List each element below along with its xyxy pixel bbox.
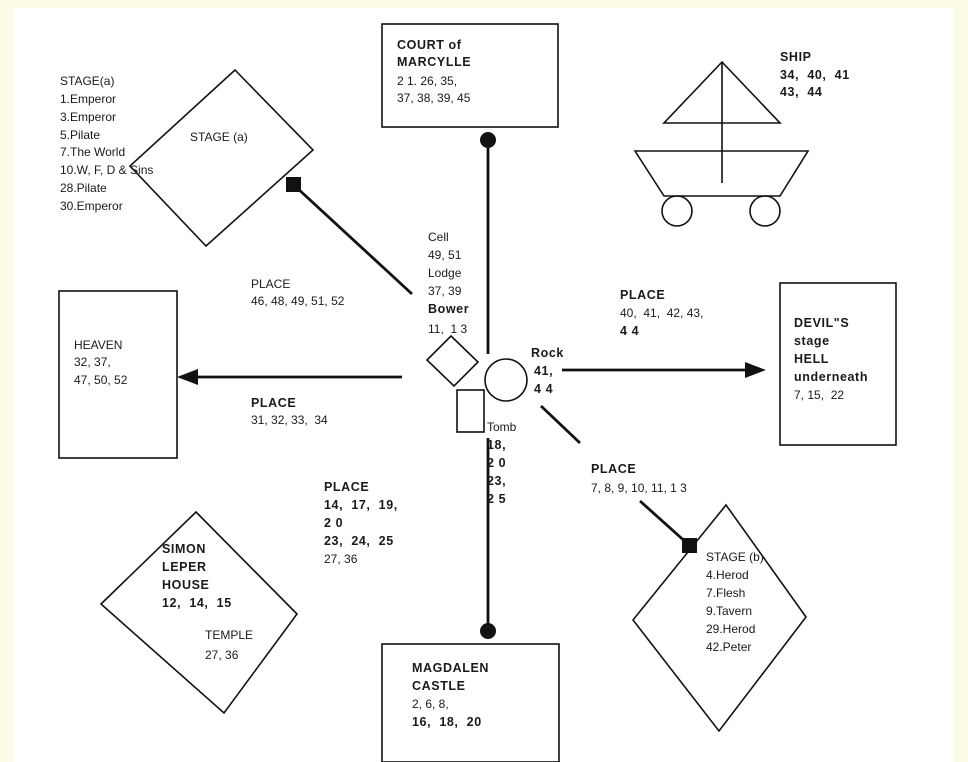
stage-a-list-item: 7.The World	[60, 145, 126, 159]
cell-label: Cell	[428, 230, 449, 244]
stage-b-item: 4.Herod	[706, 568, 749, 582]
cell-numbers: 49, 51	[428, 248, 462, 262]
stage-b-endpoint-square	[682, 538, 697, 553]
west-arrowhead	[177, 369, 198, 385]
stage-a-diamond-label: STAGE (a)	[190, 130, 248, 144]
stage-b-item: 7.Flesh	[706, 586, 746, 600]
stage-a-list-item: 5.Pilate	[60, 128, 101, 142]
place-southeast-label: PLACE	[591, 462, 637, 476]
heaven-box	[58, 290, 178, 459]
place-southeast-numbers: 7, 8, 9, 10, 11, 1 3	[591, 481, 687, 495]
bower-diamond	[425, 334, 480, 388]
place-west-label: PLACE	[251, 396, 297, 410]
court-title-1: COURT of	[397, 38, 462, 52]
stage-a-list-item: 30.Emperor	[60, 199, 123, 213]
ship-wheel-left	[661, 195, 693, 227]
stage-b-item: 29.Herod	[706, 622, 756, 636]
stage-b-item: 9.Tavern	[706, 604, 753, 618]
stage-a-list-item: 3.Emperor	[60, 110, 117, 124]
stage-a-list-header: STAGE(a)	[60, 74, 115, 88]
tomb-label: Tomb	[487, 420, 517, 434]
magdalen-endpoint-dot	[480, 623, 496, 639]
simon-title-2: LEPER	[162, 560, 207, 574]
temple-label: TEMPLE	[205, 628, 254, 642]
stage-a-list-item: 10.W, F, D & Sins	[60, 163, 154, 177]
stage-a-diamond	[128, 68, 315, 248]
bower-numbers: 11, 1 3	[428, 322, 468, 336]
heaven-numbers-2: 47, 50, 52	[74, 373, 128, 387]
place-northwest-label: PLACE	[251, 277, 291, 291]
place-south-label: PLACE	[324, 480, 370, 494]
rock-label: Rock	[531, 346, 564, 360]
court-box	[381, 23, 559, 128]
court-numbers-2: 37, 38, 39, 45	[397, 91, 471, 105]
place-east-numbers-2: 4 4	[620, 324, 640, 338]
ship-wheel-right	[749, 195, 781, 227]
simon-title-1: SIMON	[162, 542, 206, 556]
rock-numbers-2: 4 4	[534, 382, 554, 396]
rock-numbers-1: 41,	[534, 364, 554, 378]
tomb-number: 18,	[487, 438, 507, 452]
simon-title-3: HOUSE	[162, 578, 210, 592]
magdalen-title-1: MAGDALEN	[412, 661, 490, 675]
east-arrowhead	[745, 362, 766, 378]
place-south-numbers-3: 23, 24, 25	[324, 534, 394, 548]
connector-southeast	[540, 404, 581, 445]
place-northwest-numbers: 46, 48, 49, 51, 52	[251, 294, 345, 308]
stage-b-item: 42.Peter	[706, 640, 752, 654]
connector-northwest	[295, 185, 413, 296]
court-endpoint-dot	[480, 132, 496, 148]
magdalen-numbers-2: 16, 18, 20	[412, 715, 482, 729]
stage-b-header: STAGE (b)	[706, 550, 764, 564]
connector-southeast-stub	[639, 499, 690, 547]
temple-numbers: 27, 36	[205, 648, 239, 662]
tomb-number: 2 0	[487, 456, 507, 470]
magdalen-numbers-1: 2, 6, 8,	[412, 697, 449, 711]
place-east-numbers-1: 40, 41, 42, 43,	[620, 306, 704, 320]
stage-b-diamond	[631, 503, 807, 733]
tomb-number: 2 5	[487, 492, 507, 506]
court-title-2: MARCYLLE	[397, 55, 472, 69]
devil-title-4: underneath	[794, 370, 869, 384]
heaven-numbers-1: 32, 37,	[74, 355, 111, 369]
heaven-title: HEAVEN	[74, 338, 123, 352]
bower-label: Bower	[428, 302, 470, 316]
magdalen-title-2: CASTLE	[412, 679, 466, 693]
lodge-numbers: 37, 39	[428, 284, 462, 298]
simon-diamond	[99, 510, 299, 715]
place-west-numbers: 31, 32, 33, 34	[251, 413, 328, 427]
stage-a-list-item: 28.Pilate	[60, 181, 107, 195]
devil-title-3: HELL	[794, 352, 830, 366]
devil-box	[779, 282, 897, 446]
devil-numbers: 7, 15, 22	[794, 388, 845, 402]
tomb-rectangle	[456, 389, 485, 433]
lodge-label: Lodge	[428, 266, 462, 280]
place-south-numbers-2: 2 0	[324, 516, 344, 530]
rock-circle	[484, 358, 528, 402]
place-south-numbers-1: 14, 17, 19,	[324, 498, 398, 512]
stage-a-endpoint-square	[286, 177, 301, 192]
ship-numbers-1: 34, 40, 41	[780, 68, 850, 82]
devil-title-2: stage	[794, 334, 830, 348]
tomb-number: 23,	[487, 474, 507, 488]
stage-a-list-item: 1.Emperor	[60, 92, 117, 106]
devil-title-1: DEVIL"S	[794, 316, 850, 330]
ship-title: SHIP	[780, 50, 812, 64]
place-east-label: PLACE	[620, 288, 666, 302]
magdalen-box	[381, 643, 560, 762]
court-numbers-1: 2 1. 26, 35,	[397, 74, 458, 88]
place-south-numbers-4: 27, 36	[324, 552, 358, 566]
ship-numbers-2: 43, 44	[780, 85, 823, 99]
simon-numbers: 12, 14, 15	[162, 596, 232, 610]
ship-hull	[633, 150, 810, 197]
